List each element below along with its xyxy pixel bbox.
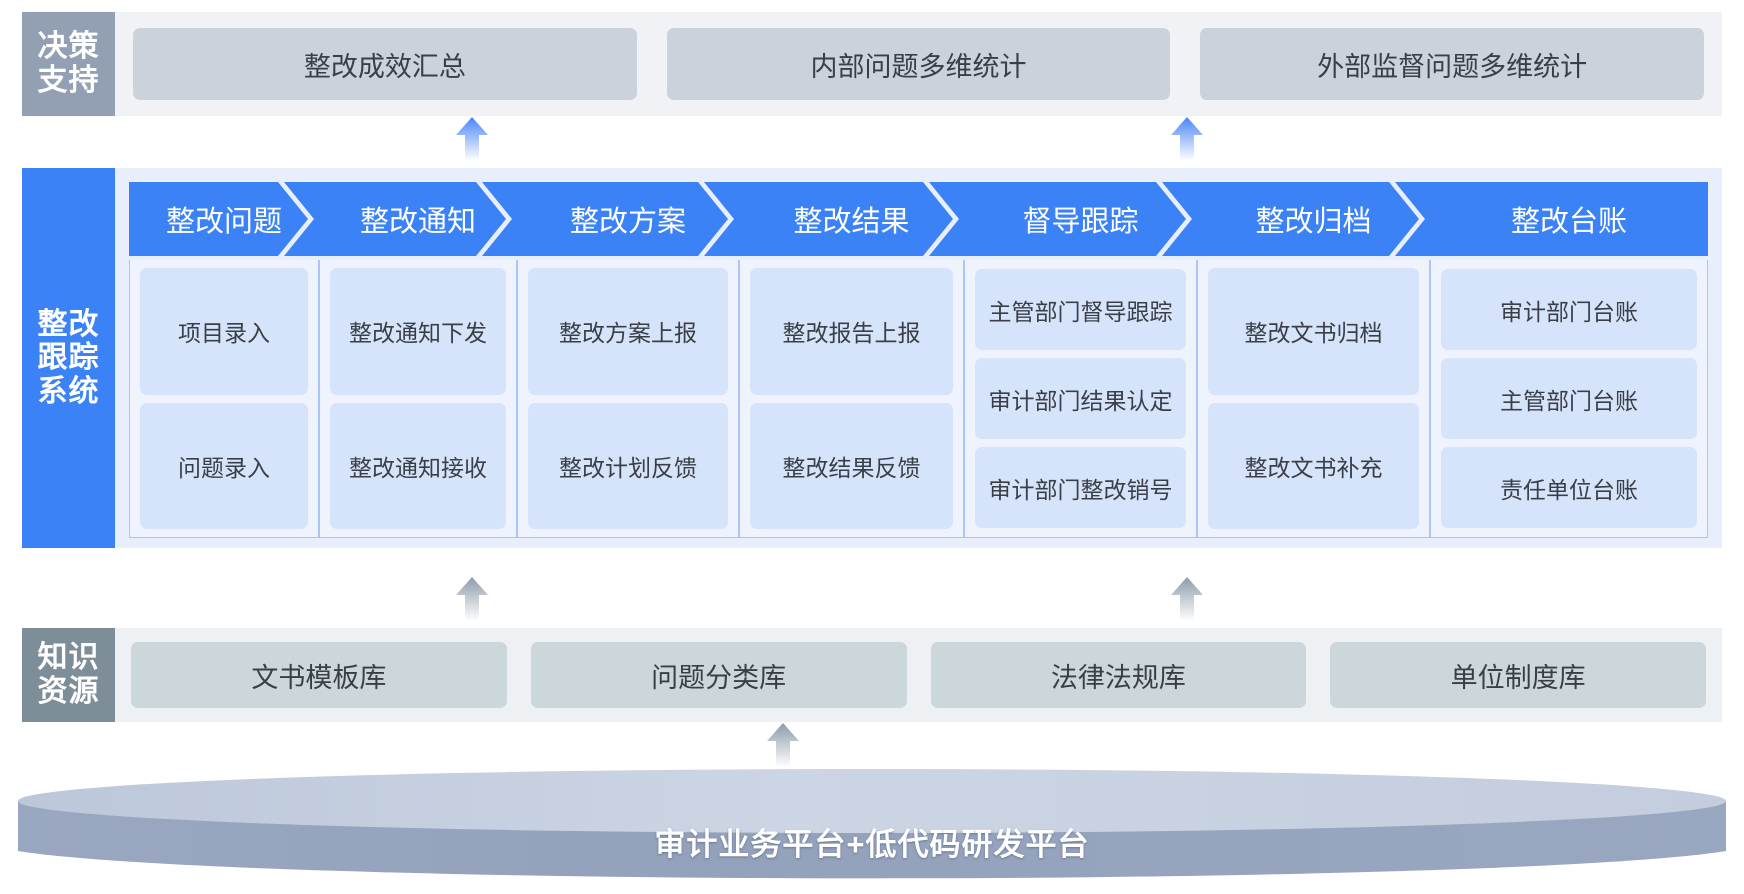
stage-title: 整改归档 bbox=[1255, 206, 1372, 238]
stage-item[interactable]: 整改计划反馈 bbox=[528, 402, 728, 529]
decision-card-internal-issue-stats[interactable]: 内部问题多维统计 bbox=[666, 28, 1171, 100]
stage-item[interactable]: 整改通知下发 bbox=[330, 268, 506, 395]
stage-header-rectification-ledger[interactable]: 整改台账 bbox=[1430, 182, 1708, 256]
knowledge-resource-cards: 文书模板库 问题分类库 法律法规库 单位制度库 bbox=[115, 628, 1722, 722]
platform-base: 审计业务平台+低代码研发平台 bbox=[0, 765, 1744, 890]
stage-item[interactable]: 整改方案上报 bbox=[528, 268, 728, 395]
system-label-line-1: 整改 bbox=[37, 307, 100, 341]
stage-header-rectification-issue[interactable]: 整改问题 bbox=[129, 182, 320, 256]
decision-card-external-supervision-stats[interactable]: 外部监督问题多维统计 bbox=[1200, 28, 1705, 100]
stage-item[interactable]: 整改文书归档 bbox=[1208, 268, 1419, 395]
arrow-up-to-knowledge-icon bbox=[766, 722, 800, 768]
system-label-line-2: 跟踪 bbox=[37, 341, 100, 375]
stage-columns: 项目录入 问题录入 整改通知下发 整改通知接收 整改方案上报 整改计划反馈 整改… bbox=[129, 260, 1708, 538]
rectification-flow-body: 整改问题 整改通知 整改方案 整改结果 bbox=[115, 168, 1722, 548]
knowledge-card-issue-category-library[interactable]: 问题分类库 bbox=[530, 642, 907, 708]
stage-title: 整改结果 bbox=[793, 206, 910, 238]
platform-title: 审计业务平台+低代码研发平台 bbox=[654, 827, 1090, 862]
chevron-right-icon bbox=[1389, 182, 1431, 256]
system-label-line-3: 系统 bbox=[37, 374, 100, 408]
stage-header-rectification-plan[interactable]: 整改方案 bbox=[517, 182, 740, 256]
chevron-right-icon bbox=[1156, 182, 1198, 256]
decision-label-line-1: 决策 bbox=[37, 30, 100, 64]
stage-title: 整改通知 bbox=[359, 206, 476, 238]
stage-title: 整改台账 bbox=[1510, 206, 1627, 238]
chevron-right-icon bbox=[698, 182, 740, 256]
chevron-right-icon bbox=[476, 182, 518, 256]
stage-column-supervision-tracking: 主管部门督导跟踪 审计部门结果认定 审计部门整改销号 bbox=[964, 260, 1197, 538]
knowledge-card-document-template-library[interactable]: 文书模板库 bbox=[131, 642, 507, 708]
stage-item[interactable]: 项目录入 bbox=[140, 268, 308, 395]
chevron-right-icon bbox=[923, 182, 965, 256]
stage-item[interactable]: 整改报告上报 bbox=[750, 268, 953, 395]
stage-item[interactable]: 审计部门整改销号 bbox=[975, 447, 1186, 528]
decision-support-cards: 整改成效汇总 内部问题多维统计 外部监督问题多维统计 bbox=[115, 12, 1722, 116]
process-chevron-strip: 整改问题 整改通知 整改方案 整改结果 bbox=[129, 182, 1708, 256]
stage-item[interactable]: 整改文书补充 bbox=[1208, 402, 1419, 529]
knowledge-resource-label: 知识 资源 bbox=[22, 628, 115, 722]
stage-header-rectification-notice[interactable]: 整改通知 bbox=[319, 182, 518, 256]
decision-card-rectification-summary[interactable]: 整改成效汇总 bbox=[133, 28, 637, 100]
stage-title: 整改问题 bbox=[165, 206, 282, 238]
rectification-tracking-label: 整改 跟踪 系统 bbox=[22, 168, 115, 548]
stage-column-rectification-notice: 整改通知下发 整改通知接收 bbox=[319, 260, 517, 538]
stage-item[interactable]: 问题录入 bbox=[140, 402, 308, 529]
stage-title: 督导跟踪 bbox=[1022, 206, 1139, 238]
stage-item[interactable]: 审计部门台账 bbox=[1441, 269, 1697, 350]
decision-support-layer: 决策 支持 整改成效汇总 内部问题多维统计 外部监督问题多维统计 bbox=[22, 12, 1722, 116]
stage-header-supervision-tracking[interactable]: 督导跟踪 bbox=[964, 182, 1198, 256]
stage-header-rectification-archive[interactable]: 整改归档 bbox=[1197, 182, 1431, 256]
knowledge-card-institution-policy-library[interactable]: 单位制度库 bbox=[1330, 642, 1706, 708]
decision-support-label: 决策 支持 bbox=[22, 12, 115, 116]
arrow-up-to-summary-icon bbox=[455, 116, 489, 162]
knowledge-card-law-regulation-library[interactable]: 法律法规库 bbox=[930, 642, 1307, 708]
rectification-tracking-layer: 整改 跟踪 系统 整改问题 整改通知 整改方案 bbox=[22, 168, 1722, 548]
knowledge-label-line-1: 知识 bbox=[37, 641, 100, 675]
chevron-right-icon bbox=[278, 182, 320, 256]
decision-label-line-2: 支持 bbox=[37, 64, 100, 97]
stage-item[interactable]: 审计部门结果认定 bbox=[975, 358, 1186, 439]
knowledge-resource-layer: 知识 资源 文书模板库 问题分类库 法律法规库 单位制度库 bbox=[22, 628, 1722, 722]
stage-column-rectification-ledger: 审计部门台账 主管部门台账 责任单位台账 bbox=[1430, 260, 1708, 538]
stage-title: 整改方案 bbox=[569, 206, 686, 238]
stage-column-rectification-plan: 整改方案上报 整改计划反馈 bbox=[517, 260, 739, 538]
stage-column-rectification-archive: 整改文书归档 整改文书补充 bbox=[1197, 260, 1430, 538]
arrow-up-to-system-right-icon bbox=[1170, 576, 1204, 622]
stage-item[interactable]: 整改通知接收 bbox=[330, 402, 506, 529]
stage-header-rectification-result[interactable]: 整改结果 bbox=[739, 182, 965, 256]
arrow-up-to-system-left-icon bbox=[455, 576, 489, 622]
stage-column-rectification-issue: 项目录入 问题录入 bbox=[129, 260, 319, 538]
stage-item[interactable]: 责任单位台账 bbox=[1441, 447, 1697, 528]
stage-item[interactable]: 主管部门督导跟踪 bbox=[975, 269, 1186, 350]
arrow-up-to-external-stats-icon bbox=[1170, 116, 1204, 162]
stage-item[interactable]: 主管部门台账 bbox=[1441, 358, 1697, 439]
knowledge-label-line-2: 资源 bbox=[37, 675, 100, 708]
stage-column-rectification-result: 整改报告上报 整改结果反馈 bbox=[739, 260, 964, 538]
stage-item[interactable]: 整改结果反馈 bbox=[750, 402, 953, 529]
